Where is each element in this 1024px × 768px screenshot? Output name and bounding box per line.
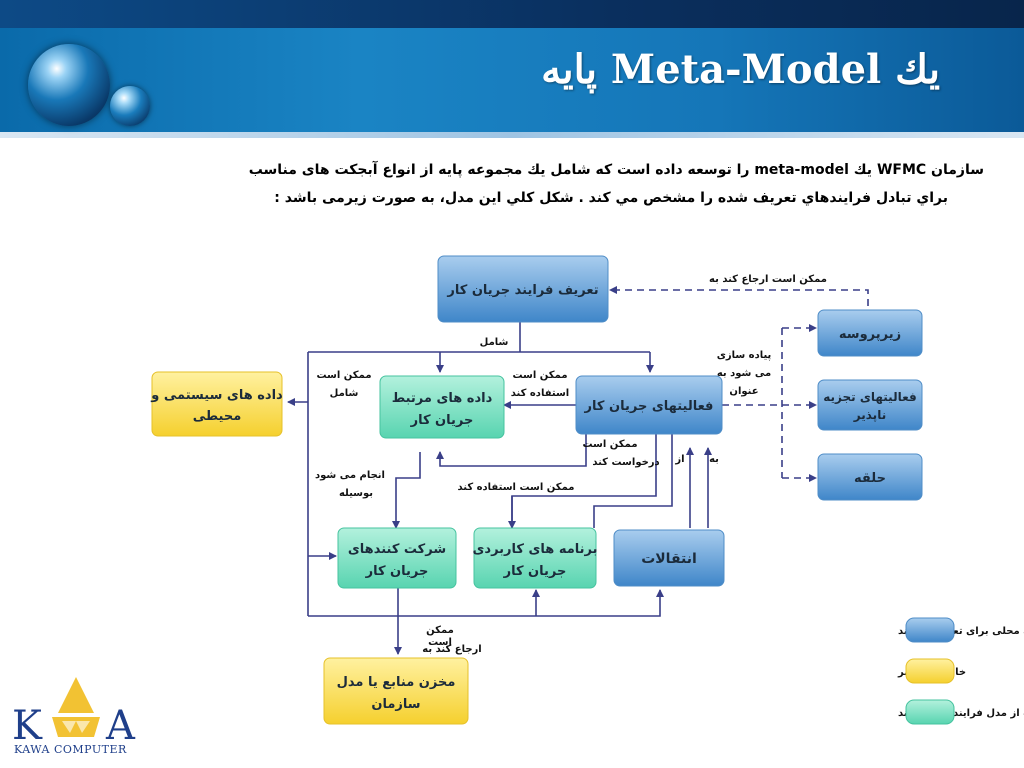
connectors: [287, 286, 869, 655]
box-applications: برنامه هاى كاربردى جريان كار: [472, 527, 598, 589]
box-system-data: داده هاى سيستمى و محيطى: [150, 371, 283, 437]
svg-text:سازمان: سازمان: [371, 697, 420, 712]
svg-text:برنامه هاى كاربردى: برنامه هاى كاربردى: [472, 542, 597, 557]
box-repository: مخزن منابع يا مدل سازمان: [323, 657, 469, 725]
label-may-request-2: درخواست كند: [592, 457, 659, 468]
label-implemented-1: پياده سازى: [717, 350, 772, 361]
svg-text:انتقالات: انتقالات: [641, 551, 697, 567]
logo-letter-a: A: [106, 703, 135, 749]
label-may-request-1: ممكن است: [582, 439, 637, 450]
label-may-use-long: ممكن است استفاده كند: [457, 482, 574, 493]
label-may-refer-2: است: [428, 637, 452, 648]
edge-labels: ممكن است ارجاع كند به شامل ممكن است شامل…: [315, 274, 827, 655]
header-divider: [0, 132, 1024, 138]
edge-to-transitions: [308, 589, 664, 617]
svg-text:مخزن منابع يا مدل: مخزن منابع يا مدل: [337, 675, 456, 690]
box-transitions: انتقالات: [613, 529, 725, 587]
legend: ناحيه محلى براى تعريف فرايند خارجى عناصر…: [897, 617, 1024, 725]
legend-item-inherit: ممكن است از مدل فرايند ارثبرى كند: [898, 699, 1024, 725]
svg-text:داده هاى سيستمى و: داده هاى سيستمى و: [150, 388, 283, 403]
intro-text: سازمان WFMC يك meta-model را توسعه داده …: [104, 156, 984, 212]
edge-activities-request: [436, 434, 587, 467]
box-participants: شركت كنندهاى جريان كار: [337, 527, 457, 589]
label-to: به: [709, 454, 719, 465]
svg-text:زيرپروسه: زيرپروسه: [839, 327, 901, 342]
svg-text:جريان كار: جريان كار: [365, 564, 429, 579]
edge-subprocess-to-definition: [609, 286, 869, 306]
box-activities: فعاليتهاى جريان كار: [575, 375, 723, 435]
logo-company-name: KAWA COMPUTER: [14, 743, 127, 756]
label-may-use-1: ممكن است: [512, 370, 567, 381]
svg-text:ناحيه محلى براى تعريف فرايند: ناحيه محلى براى تعريف فرايند: [898, 626, 1024, 637]
svg-text:ناپذير: ناپذير: [853, 408, 886, 422]
svg-text:محيطى: محيطى: [193, 409, 242, 424]
kawa-logo: K A KAWA COMPUTER: [6, 665, 156, 765]
svg-text:حلقه: حلقه: [854, 471, 886, 486]
label-may-refer-1: ممكن: [426, 625, 454, 636]
label-may-contain-1: ممكن است: [316, 370, 371, 381]
label-may-use-2: استفاده كند: [511, 388, 570, 399]
intro-line-1: سازمان WFMC يك meta-model را توسعه داده …: [248, 162, 984, 178]
label-may-refer-3: ارجاع كند به: [422, 644, 481, 655]
slide-title: يك Meta-Model پايه: [541, 46, 940, 93]
box-atomic-activities: فعاليتهاى تجزيه ناپذير: [817, 379, 923, 431]
label-from: از: [674, 454, 684, 465]
edge-performed-by: [392, 452, 421, 529]
globe-small-icon: [110, 86, 150, 126]
label-performed-by-2: بوسيله: [339, 488, 373, 499]
label-implemented-2: مى شود به: [717, 368, 771, 379]
header-band: [0, 28, 1024, 132]
box-sub-process: زيرپروسه: [817, 309, 923, 357]
legend-item-local: ناحيه محلى براى تعريف فرايند: [898, 617, 1024, 643]
legend-item-external: خارجى عناصر: [897, 658, 966, 684]
top-bar: [0, 0, 1024, 28]
edge-app-link: [593, 434, 673, 528]
svg-text:فعاليتهاى جريان كار: فعاليتهاى جريان كار: [584, 399, 714, 414]
label-implemented-3: عنوان: [729, 386, 758, 397]
logo-letter-k: K: [12, 703, 42, 749]
label-may-refer-to: ممكن است ارجاع كند به: [709, 274, 827, 285]
svg-text:شركت كنندهاى: شركت كنندهاى: [348, 542, 446, 557]
globe-large-icon: [28, 44, 110, 126]
label-performed-by-1: انجام مى شود: [315, 470, 385, 481]
label-contains: شامل: [480, 337, 509, 348]
svg-text:جريان كار: جريان كار: [410, 413, 474, 428]
crown-icon: [52, 677, 100, 737]
intro-line-2: براي تبادل فرايندهاي تعريف شده را مشخص م…: [274, 190, 948, 206]
svg-text:تعريف فرايند جريان كار: تعريف فرايند جريان كار: [446, 283, 598, 298]
svg-text:داده هاى مرتبط: داده هاى مرتبط: [392, 391, 493, 406]
svg-text:فعاليتهاى تجزيه: فعاليتهاى تجزيه: [823, 390, 916, 404]
label-may-contain-2: شامل: [330, 388, 359, 399]
box-process-definition: تعريف فرايند جريان كار: [437, 255, 609, 323]
svg-text:ممكن است از مدل فرايند ارثبرى: ممكن است از مدل فرايند ارثبرى كند: [898, 708, 1024, 719]
svg-text:جريان كار: جريان كار: [503, 564, 567, 579]
box-relevant-data: داده هاى مرتبط جريان كار: [379, 375, 505, 439]
box-loop: حلقه: [817, 453, 923, 501]
